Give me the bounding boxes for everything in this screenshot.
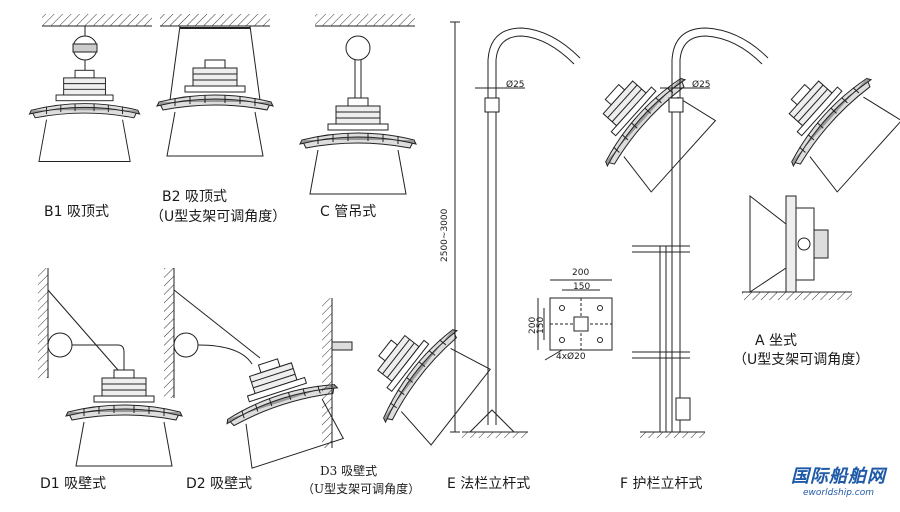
- fig-d1: [38, 268, 183, 467]
- label-b2-sub: （U型支架可调角度）: [150, 209, 287, 225]
- label-c: C 管吊式: [320, 204, 377, 220]
- label-a-sub: （U型支架可调角度）: [733, 352, 870, 368]
- label-b1: B1 吸顶式: [44, 204, 109, 220]
- fig-f: [632, 27, 900, 438]
- dim-plate-w200: 200: [572, 268, 590, 278]
- watermark-cn: 国际船舶网: [791, 466, 886, 487]
- label-d3: D3 吸壁式: [320, 464, 378, 478]
- dim-holes: 4xØ20: [556, 352, 586, 362]
- dim-plate-w150: 150: [573, 282, 591, 292]
- dim-pipe-e: Ø25: [506, 80, 525, 90]
- fig-c: [299, 14, 417, 195]
- fig-e: [450, 21, 723, 438]
- fig-d2: [164, 268, 354, 472]
- label-b2: B2 吸顶式: [162, 189, 227, 205]
- watermark-en: eworldship.com: [802, 488, 874, 498]
- fig-b2: [156, 14, 274, 157]
- dim-pipe-f: Ø25: [692, 80, 711, 90]
- fig-b1: [28, 14, 152, 162]
- label-a: A 坐式: [755, 333, 798, 349]
- label-e: E 法栏立杆式: [447, 476, 531, 492]
- label-d1: D1 吸壁式: [40, 476, 107, 492]
- label-d3-sub: （U型支架可调角度）: [302, 482, 421, 496]
- label-d2: D2 吸壁式: [186, 476, 253, 492]
- watermark: 国际船舶网 eworldship.com: [791, 462, 886, 498]
- fig-a: [742, 194, 852, 300]
- dim-plate-h150: 150: [536, 316, 546, 334]
- mounting-plate: [537, 279, 613, 361]
- fig-d3: [322, 298, 497, 454]
- label-f: F 护栏立杆式: [620, 476, 703, 492]
- dim-height: 2500~3000: [440, 208, 450, 262]
